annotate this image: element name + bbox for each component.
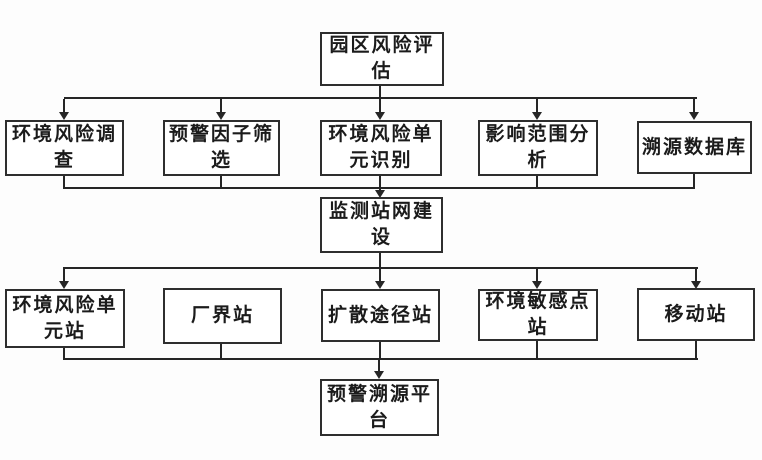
edge-row4-stub [63, 348, 65, 359]
arrow-down-icon [58, 269, 70, 289]
node-env-risk-survey: 环境风险调 查 [5, 120, 124, 176]
node-label: 环境风险单 元站 [12, 294, 118, 342]
edge-row2-stub [379, 175, 381, 189]
arrow-down-icon [688, 99, 700, 120]
edge-network-stub [379, 253, 381, 269]
edge-row4-stub [220, 344, 222, 359]
edge-row2-stub [63, 175, 65, 189]
node-label: 影响范围分 析 [485, 124, 591, 171]
edge-row2-stub [536, 174, 538, 189]
arrow-down-icon [373, 360, 385, 379]
arrow-down-icon [531, 269, 543, 289]
node-label: 监测站网建 设 [328, 201, 434, 248]
node-label: 扩散途径站 [327, 304, 433, 326]
edge-distribution-line-1 [64, 97, 697, 99]
node-monitoring-station-network: 监测站网建 设 [320, 197, 443, 253]
arrow-down-icon [374, 269, 386, 289]
node-label: 环境风险单 元识别 [328, 124, 434, 171]
node-env-risk-unit-station: 环境风险单 元站 [5, 289, 125, 348]
edge-distribution-line-2 [63, 267, 698, 269]
node-trace-source-database: 溯源数据库 [637, 121, 752, 174]
node-env-risk-unit-identification: 环境风险单 元识别 [320, 120, 442, 176]
arrow-down-icon [374, 188, 386, 198]
node-diffusion-path-station: 扩散途径站 [321, 289, 440, 342]
node-impact-range-analysis: 影响范围分 析 [478, 120, 598, 176]
node-label: 预警因子筛 选 [168, 124, 274, 171]
node-park-risk-assessment: 园区风险评 估 [320, 32, 444, 86]
arrow-down-icon [690, 269, 702, 289]
node-mobile-station: 移动站 [637, 288, 755, 341]
edge-top-stub [379, 86, 381, 99]
edge-row4-stub [695, 341, 697, 359]
node-warning-factor-screening: 预警因子筛 选 [163, 120, 280, 176]
node-env-sensitive-point-station: 环境敏感点 站 [478, 289, 598, 341]
node-label: 溯源数据库 [641, 136, 747, 158]
node-factory-boundary-station: 厂界站 [163, 288, 282, 344]
edge-row2-stub [220, 175, 222, 189]
node-label: 移动站 [664, 303, 728, 325]
arrow-down-icon [374, 99, 386, 120]
edge-row4-stub [536, 341, 538, 359]
node-label: 环境敏感点 站 [485, 291, 591, 338]
edge-collector-line-2 [63, 358, 698, 360]
arrow-down-icon [215, 99, 227, 120]
node-label: 厂界站 [190, 305, 254, 326]
node-label: 园区风险评 估 [329, 35, 435, 82]
node-warning-trace-platform: 预警溯源平 台 [320, 379, 439, 436]
node-label: 环境风险调 查 [11, 124, 117, 171]
arrow-down-icon [58, 99, 70, 120]
arrow-down-icon [531, 99, 543, 120]
edge-row2-stub [693, 173, 695, 189]
node-label: 预警溯源平 台 [326, 383, 432, 431]
edge-row4-stub [379, 342, 381, 359]
